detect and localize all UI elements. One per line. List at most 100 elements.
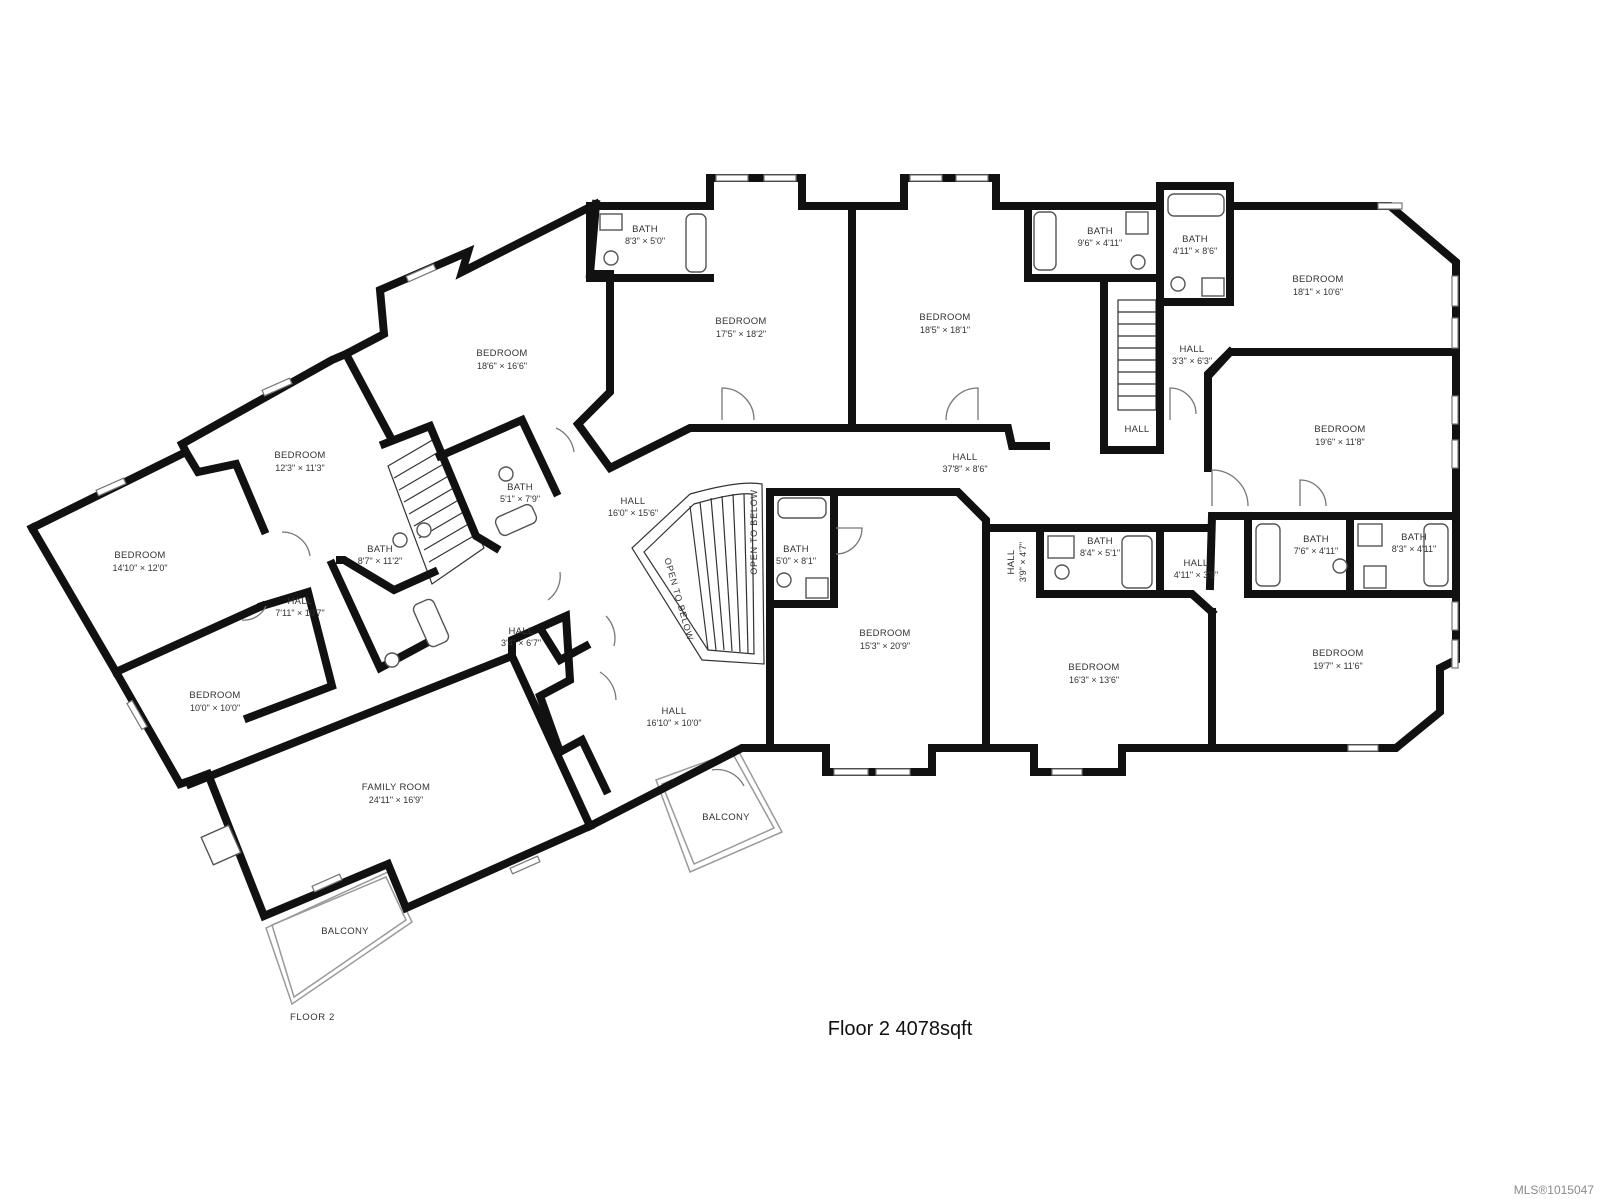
room-balcony-a: BALCONY [321,926,369,937]
svg-text:16'3" × 13'6": 16'3" × 13'6" [1069,675,1119,685]
svg-text:BEDROOM: BEDROOM [1068,662,1119,673]
svg-text:BEDROOM: BEDROOM [1312,648,1363,659]
room-bedroom-d: BEDROOM 18'6" × 16'6" [476,348,527,371]
svg-text:BEDROOM: BEDROOM [1314,424,1365,435]
svg-text:BEDROOM: BEDROOM [114,550,165,561]
svg-text:8'4" × 5'1": 8'4" × 5'1" [1080,548,1120,558]
room-bedroom-c: BEDROOM 18'1" × 10'6" [1292,274,1343,297]
svg-text:12'3" × 11'3": 12'3" × 11'3" [275,463,324,473]
svg-text:BATH: BATH [507,482,533,493]
svg-text:BEDROOM: BEDROOM [859,628,910,639]
svg-text:HALL: HALL [662,706,687,717]
svg-text:BEDROOM: BEDROOM [476,348,527,359]
mls-watermark: MLS®1015047 [1513,1183,1594,1197]
right-stairs [1117,299,1157,411]
svg-text:FAMILY ROOM: FAMILY ROOM [362,782,430,793]
room-family-room: FAMILY ROOM 24'11" × 16'9" [362,782,430,805]
svg-text:HALL: HALL [1184,558,1209,569]
room-balcony-b: BALCONY [702,812,750,823]
room-bedroom-k: BEDROOM 19'7" × 11'6" [1312,648,1363,671]
svg-text:BATH: BATH [1401,532,1427,543]
svg-text:BATH: BATH [632,224,658,235]
svg-text:3'9" × 4'7": 3'9" × 4'7" [1018,542,1028,582]
svg-text:9'6" × 4'11": 9'6" × 4'11" [1078,238,1122,248]
svg-text:HALL: HALL [953,452,978,463]
svg-text:8'7" × 11'2": 8'7" × 11'2" [358,556,402,566]
doors [241,387,1327,787]
open-to-below-right: OPEN TO BELOW [749,489,759,575]
svg-text:BATH: BATH [1303,534,1329,545]
windows [95,174,1459,893]
svg-text:4'11" × 3'9": 4'11" × 3'9" [1174,570,1218,580]
svg-text:19'6" × 11'8": 19'6" × 11'8" [1315,437,1364,447]
svg-text:BEDROOM: BEDROOM [715,316,766,327]
svg-text:BALCONY: BALCONY [702,812,750,823]
svg-text:14'10" × 12'0": 14'10" × 12'0" [112,563,167,573]
svg-text:16'10" × 10'0": 16'10" × 10'0" [646,718,701,728]
open-to-below-stairs [631,482,765,665]
fixtures [200,193,1449,866]
svg-text:BATH: BATH [1182,234,1208,245]
svg-text:HALL: HALL [1006,550,1017,575]
svg-text:BEDROOM: BEDROOM [189,690,240,701]
svg-text:BATH: BATH [367,544,393,555]
svg-text:HALL: HALL [509,626,534,637]
svg-text:10'0" × 10'0": 10'0" × 10'0" [190,703,240,713]
svg-text:HALL: HALL [621,496,646,507]
svg-text:HALL: HALL [1180,344,1205,355]
svg-text:16'0" × 15'6": 16'0" × 15'6" [608,508,658,518]
svg-text:BEDROOM: BEDROOM [274,450,325,461]
svg-text:18'5" × 18'1": 18'5" × 18'1" [920,325,970,335]
svg-text:BATH: BATH [1087,536,1113,547]
room-bedroom-f: BEDROOM 14'10" × 12'0" [112,550,167,573]
svg-text:3'3" × 6'3": 3'3" × 6'3" [1172,356,1212,366]
svg-text:BATH: BATH [783,544,809,555]
room-bedroom-g: BEDROOM 19'6" × 11'8" [1314,424,1365,447]
svg-text:BEDROOM: BEDROOM [919,312,970,323]
floor-label: FLOOR 2 [290,1012,335,1023]
walls [26,174,1460,922]
svg-text:5'0" × 8'1": 5'0" × 8'1" [776,556,816,566]
room-bedroom-e: BEDROOM 12'3" × 11'3" [274,450,325,473]
svg-text:HALL: HALL [1125,424,1150,435]
svg-text:18'6" × 16'6": 18'6" × 16'6" [477,361,527,371]
svg-text:37'8" × 8'6": 37'8" × 8'6" [942,464,987,474]
svg-text:BALCONY: BALCONY [321,926,369,937]
svg-text:24'11" × 16'9": 24'11" × 16'9" [369,795,423,805]
svg-text:3'4" × 6'7": 3'4" × 6'7" [501,638,541,648]
svg-text:7'6" × 4'11": 7'6" × 4'11" [1294,546,1338,556]
svg-text:BEDROOM: BEDROOM [1292,274,1343,285]
svg-text:19'7" × 11'6": 19'7" × 11'6" [1313,661,1362,671]
room-bedroom-j: BEDROOM 16'3" × 13'6" [1068,662,1119,685]
svg-text:4'11" × 8'6": 4'11" × 8'6" [1173,246,1217,256]
svg-text:HALL: HALL [288,596,313,607]
svg-text:15'3" × 20'9": 15'3" × 20'9" [860,641,910,651]
room-hall-d: HALL [1125,424,1150,435]
svg-text:8'3" × 4'11": 8'3" × 4'11" [1392,544,1436,554]
room-bedroom-i: BEDROOM 15'3" × 20'9" [859,628,910,651]
svg-text:18'1" × 10'6": 18'1" × 10'6" [1293,287,1343,297]
room-bedroom-h: BEDROOM 10'0" × 10'0" [189,690,240,713]
floor-area-caption: Floor 2 4078sqft [827,1018,973,1040]
room-bedroom-b: BEDROOM 18'5" × 18'1" [919,312,970,335]
svg-text:7'11" × 10'7": 7'11" × 10'7" [275,608,324,618]
svg-text:5'1" × 7'9": 5'1" × 7'9" [500,494,540,504]
